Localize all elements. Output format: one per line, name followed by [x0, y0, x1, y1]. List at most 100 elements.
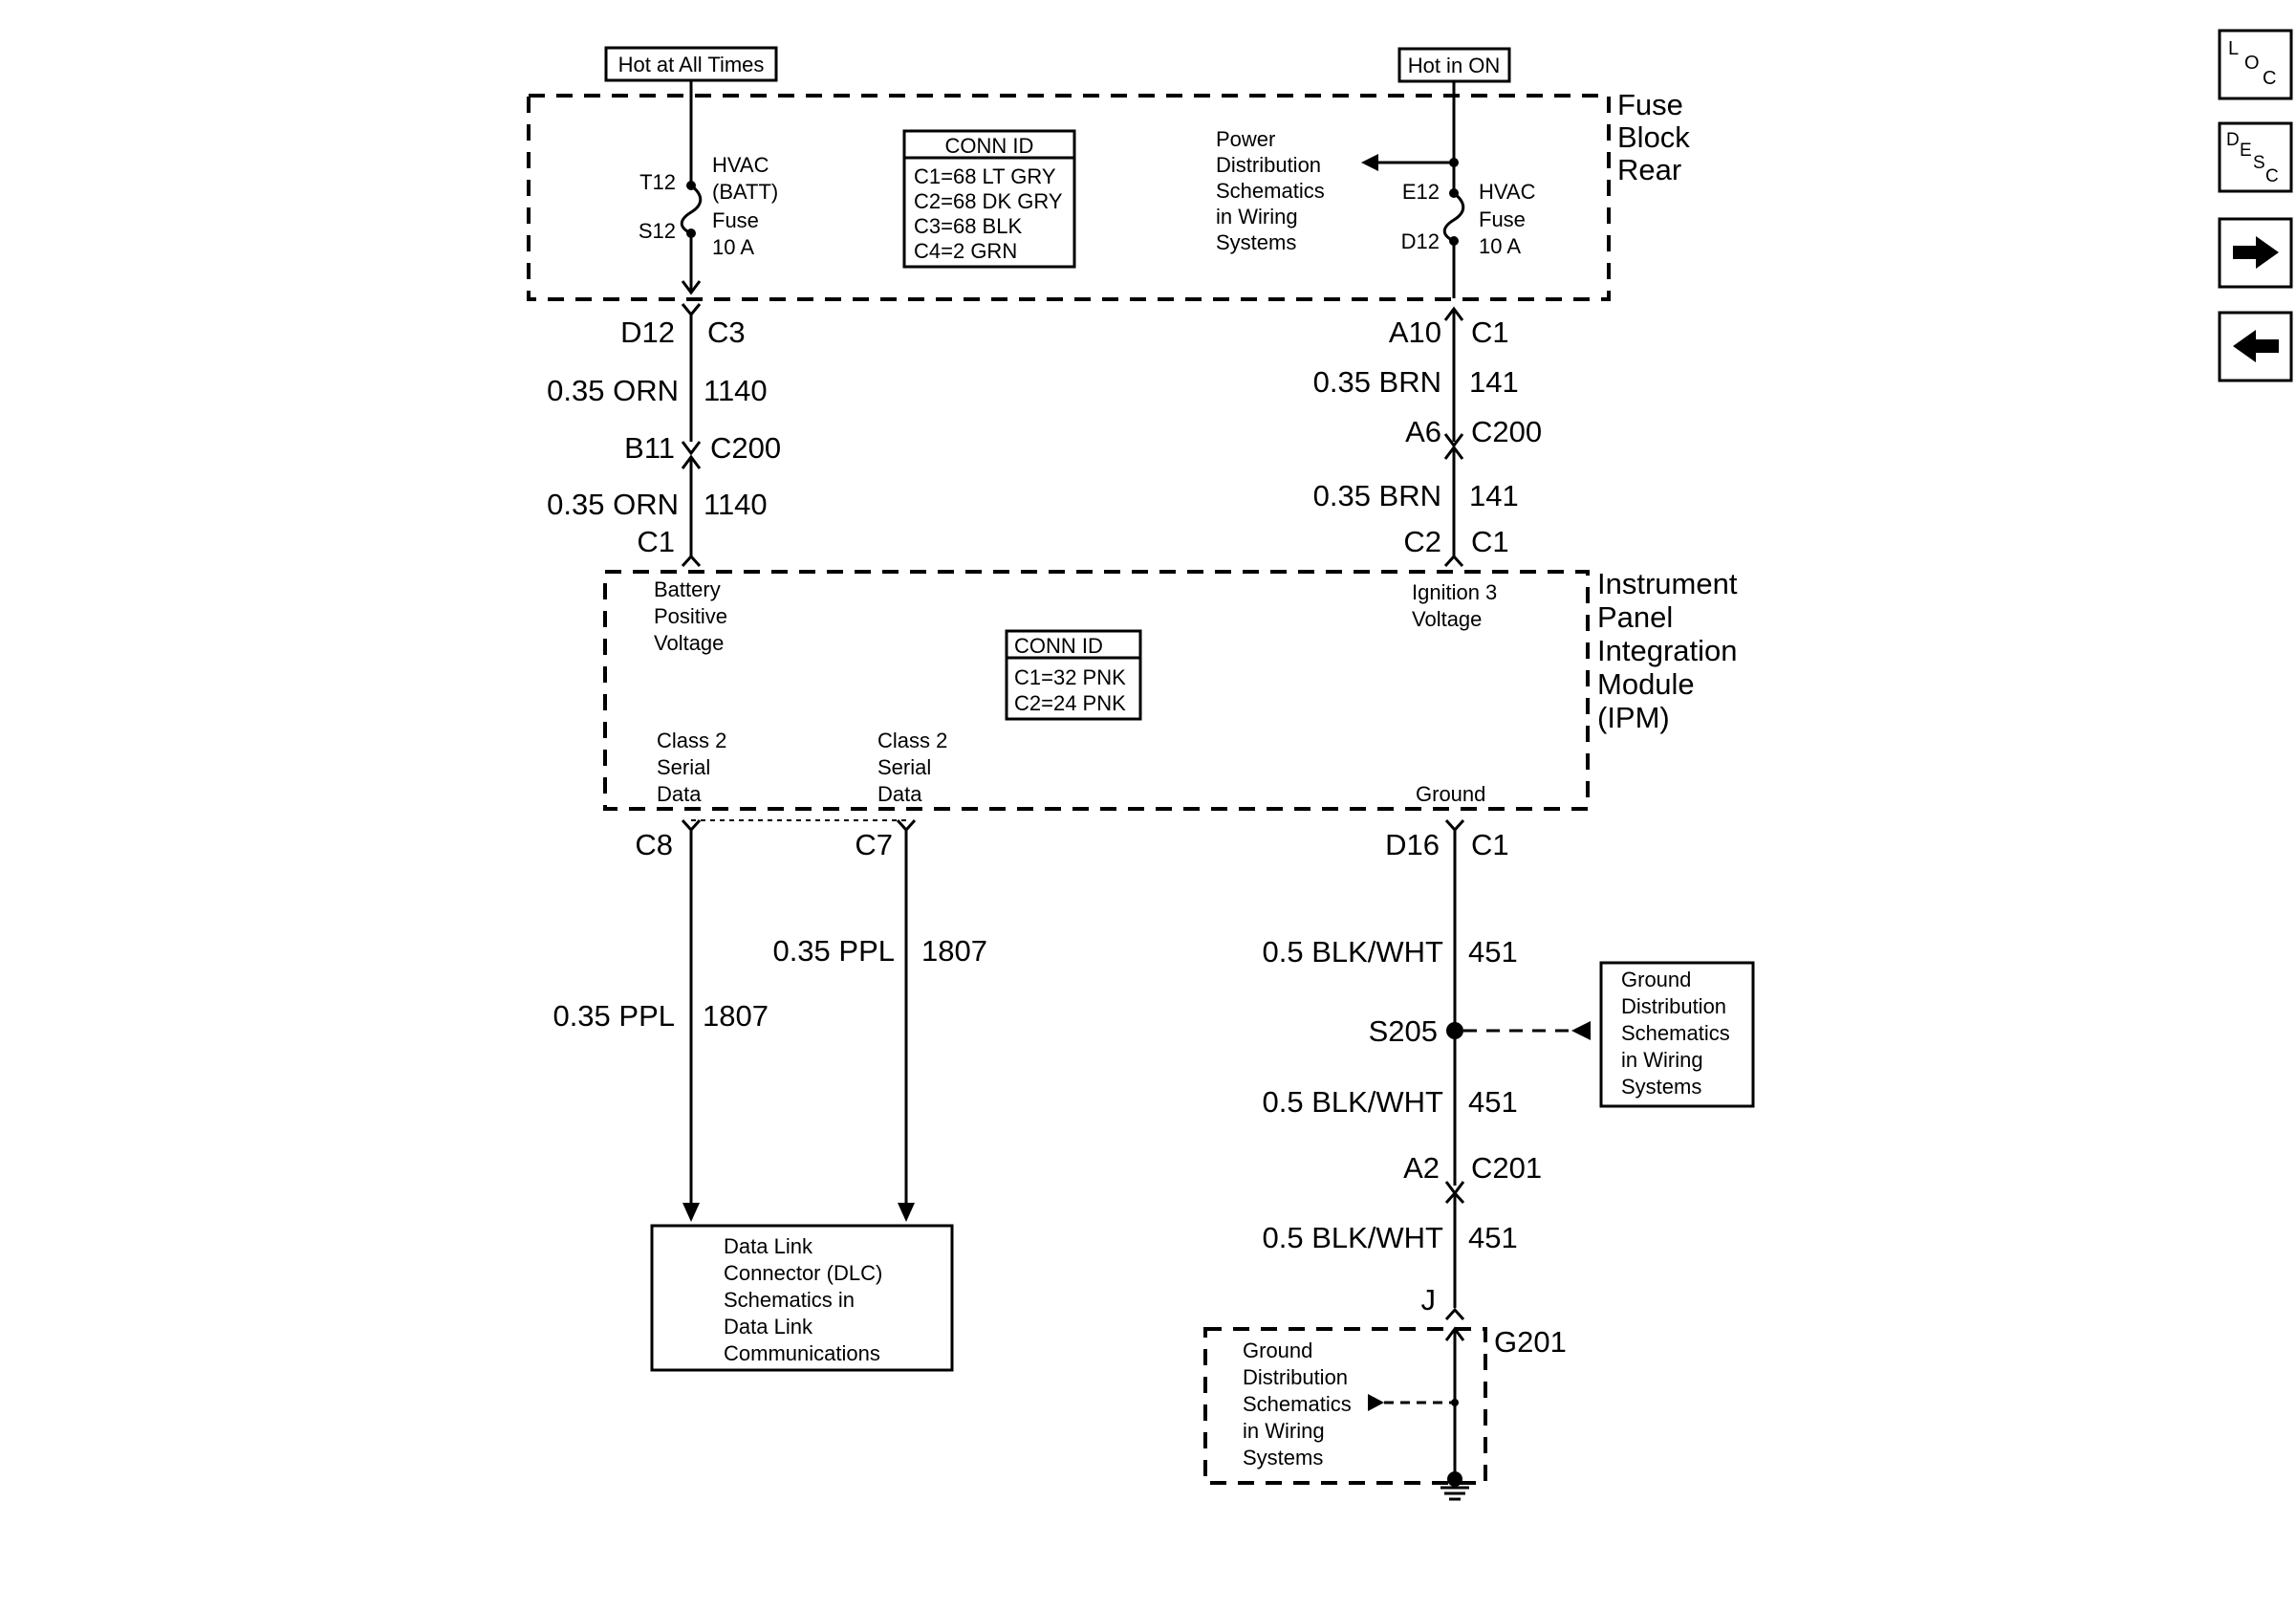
prev-button[interactable]	[2218, 311, 2293, 382]
svg-text:Systems: Systems	[1621, 1075, 1701, 1099]
svg-text:C1: C1	[1471, 828, 1509, 861]
svg-text:in Wiring: in Wiring	[1216, 205, 1298, 229]
svg-text:Connector (DLC): Connector (DLC)	[724, 1261, 882, 1285]
svg-text:A2: A2	[1403, 1151, 1440, 1185]
svg-text:10 A: 10 A	[1479, 234, 1521, 258]
power-distribution-ref[interactable]: Power Distribution Schematics in Wiring …	[1216, 127, 1454, 254]
svg-text:C2=24 PNK: C2=24 PNK	[1014, 691, 1126, 715]
svg-text:Distribution: Distribution	[1243, 1365, 1348, 1389]
svg-text:0.35 ORN: 0.35 ORN	[547, 374, 679, 407]
svg-text:0.35 BRN: 0.35 BRN	[1313, 365, 1441, 399]
svg-text:0.35 PPL: 0.35 PPL	[552, 999, 675, 1033]
dlc-ref-box[interactable]: Data Link Connector (DLC) Schematics in …	[650, 1224, 954, 1372]
svg-text:CONN ID: CONN ID	[1014, 634, 1103, 658]
svg-text:Positive: Positive	[654, 604, 727, 628]
svg-text:1807: 1807	[921, 934, 987, 968]
svg-text:J: J	[1421, 1283, 1437, 1317]
svg-text:Communications: Communications	[724, 1341, 880, 1365]
svg-text:Distribution: Distribution	[1621, 994, 1726, 1018]
svg-text:0.35 PPL: 0.35 PPL	[772, 934, 895, 968]
ipm-name: Instrument Panel Integration Module (IPM…	[1597, 567, 1738, 734]
next-button[interactable]	[2218, 217, 2293, 289]
svg-text:C8: C8	[635, 828, 673, 861]
circuit-1807-a: C8 0.35 PPL 1807	[552, 818, 769, 1222]
svg-text:451: 451	[1468, 935, 1518, 969]
ipm-battery-label: Battery Positive Voltage	[654, 577, 727, 655]
svg-text:C2=68 DK GRY: C2=68 DK GRY	[914, 189, 1063, 213]
svg-text:Systems: Systems	[1243, 1446, 1323, 1469]
svg-text:C2: C2	[1403, 525, 1441, 558]
svg-text:10 A: 10 A	[712, 235, 754, 259]
svg-text:Schematics: Schematics	[1216, 179, 1325, 203]
desc-button[interactable]: D E S C	[2218, 121, 2293, 193]
circuit-141: A10 C1 0.35 BRN 141 A6 C200 0.35 BRN 141…	[1313, 306, 1542, 568]
s205-ground-ref[interactable]: Ground Distribution Schematics in Wiring…	[1463, 961, 1755, 1108]
svg-text:HVAC: HVAC	[1479, 180, 1536, 204]
svg-text:D: D	[2226, 130, 2240, 150]
svg-text:Data Link: Data Link	[724, 1315, 813, 1339]
source-hot-at-all-times: Hot at All Times	[604, 46, 778, 82]
svg-text:C201: C201	[1471, 1151, 1542, 1185]
svg-text:Integration: Integration	[1597, 634, 1738, 667]
svg-text:(BATT): (BATT)	[712, 180, 778, 204]
svg-text:1807: 1807	[703, 999, 769, 1033]
svg-text:Power: Power	[1216, 127, 1275, 151]
svg-text:Class 2: Class 2	[877, 729, 947, 752]
svg-text:T12: T12	[639, 170, 676, 194]
loc-button[interactable]: L O C	[2218, 29, 2293, 100]
svg-text:Voltage: Voltage	[1412, 607, 1482, 631]
svg-text:A10: A10	[1389, 316, 1441, 349]
svg-text:Data Link: Data Link	[724, 1234, 813, 1258]
source-label-right: Hot in ON	[1408, 54, 1501, 77]
svg-text:1140: 1140	[704, 374, 768, 407]
svg-text:C1: C1	[1471, 316, 1509, 349]
ground-symbol-icon	[1440, 1471, 1469, 1501]
svg-text:Systems: Systems	[1216, 230, 1296, 254]
svg-text:Rear: Rear	[1617, 153, 1681, 186]
svg-text:Ground: Ground	[1243, 1339, 1312, 1362]
svg-text:141: 141	[1469, 365, 1519, 399]
g201-ground-box: G201 Ground Distribution Schematics in W…	[1203, 1325, 1567, 1501]
svg-text:C: C	[2263, 68, 2276, 89]
svg-text:Data: Data	[877, 782, 922, 806]
ipm-ground-label: Ground	[1416, 782, 1485, 806]
splice-s205-dot	[1446, 1022, 1463, 1039]
svg-text:O: O	[2244, 53, 2260, 74]
svg-text:in Wiring: in Wiring	[1243, 1419, 1325, 1443]
svg-text:Instrument: Instrument	[1597, 567, 1738, 600]
arrow-right-icon	[2233, 236, 2279, 269]
svg-text:0.5 BLK/WHT: 0.5 BLK/WHT	[1263, 1085, 1444, 1119]
hvac-batt-fuse: T12 S12 HVAC (BATT) Fuse 10 A	[639, 80, 778, 295]
svg-text:in Wiring: in Wiring	[1621, 1048, 1703, 1072]
svg-text:E12: E12	[1402, 180, 1440, 204]
fuse-block-conn-id: CONN ID C1=68 LT GRY C2=68 DK GRY C3=68 …	[902, 129, 1076, 269]
svg-text:Voltage: Voltage	[654, 631, 724, 655]
g201-label: G201	[1494, 1325, 1567, 1359]
svg-text:(IPM): (IPM)	[1597, 701, 1670, 734]
svg-text:Ground: Ground	[1621, 968, 1691, 991]
svg-text:Panel: Panel	[1597, 600, 1673, 634]
svg-text:0.5 BLK/WHT: 0.5 BLK/WHT	[1263, 1221, 1444, 1254]
fuse-block-outline	[527, 94, 1611, 301]
ipm-class2-b-label: Class 2 Serial Data	[877, 729, 947, 806]
ipm-class2-a-label: Class 2 Serial Data	[657, 729, 726, 806]
svg-text:Block: Block	[1617, 120, 1690, 154]
svg-text:C: C	[2265, 166, 2279, 186]
circuit-1807-b: C7 0.35 PPL 1807	[772, 818, 987, 1222]
svg-text:0.35 BRN: 0.35 BRN	[1313, 479, 1441, 512]
svg-text:S: S	[2253, 153, 2265, 173]
svg-text:141: 141	[1469, 479, 1519, 512]
svg-text:Module: Module	[1597, 667, 1695, 701]
svg-text:C1=68 LT GRY: C1=68 LT GRY	[914, 164, 1056, 188]
svg-text:C200: C200	[710, 431, 781, 465]
svg-text:1140: 1140	[704, 488, 768, 521]
arrow-left-icon	[2233, 330, 2279, 362]
svg-text:0.5 BLK/WHT: 0.5 BLK/WHT	[1263, 935, 1444, 969]
svg-text:Ignition 3: Ignition 3	[1412, 580, 1497, 604]
svg-text:Fuse: Fuse	[712, 208, 759, 232]
svg-text:Battery: Battery	[654, 577, 721, 601]
svg-text:HVAC: HVAC	[712, 153, 769, 177]
svg-text:CONN ID: CONN ID	[945, 134, 1034, 158]
svg-text:L: L	[2228, 38, 2239, 59]
